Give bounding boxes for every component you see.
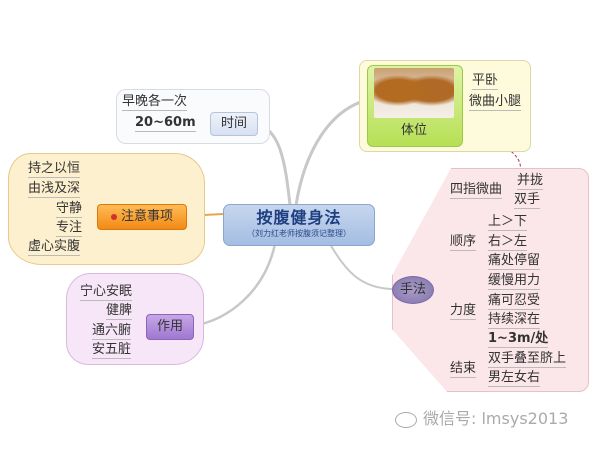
caution-leaf[interactable]: 由浅及深 (28, 181, 81, 198)
technique-leaf[interactable]: 右＞左 (488, 234, 528, 251)
watermark: 微信号: lmsys2013 (395, 405, 568, 429)
caution-node[interactable]: 注意事项 (97, 204, 187, 230)
wechat-icon (395, 411, 417, 428)
effect-leaf[interactable]: 安五脏 (92, 342, 132, 359)
central-subtitle: （刘力红老师按腹须记整理） (247, 229, 351, 238)
time-leaf[interactable]: 早晚各一次 (122, 94, 188, 111)
position-label: 体位 (400, 123, 427, 138)
effect-leaf[interactable]: 健脾 (106, 303, 133, 320)
caution-leaf[interactable]: 持之以恒 (28, 161, 81, 178)
time-leaf[interactable]: 20~60m (135, 115, 196, 132)
abdomen-image (374, 68, 454, 118)
technique-leaf[interactable]: 缓慢用力 (488, 273, 541, 290)
priority-icon (110, 213, 117, 220)
technique-group-label[interactable]: 四指微曲 (450, 182, 503, 199)
effect-group (66, 273, 204, 365)
technique-node[interactable]: 手法 (392, 276, 434, 304)
caution-leaf[interactable]: 专注 (56, 220, 83, 237)
caution-leaf[interactable]: 守静 (56, 201, 83, 218)
time-node[interactable]: 时间 (210, 112, 258, 136)
technique-leaf[interactable]: 上＞下 (488, 214, 528, 231)
technique-group-label[interactable]: 结束 (450, 361, 477, 378)
technique-group-label[interactable]: 顺序 (450, 234, 477, 251)
technique-leaf[interactable]: 1~3m/处 (488, 331, 549, 348)
technique-leaf[interactable]: 并拢 (517, 173, 544, 190)
technique-leaf[interactable]: 男左女右 (488, 370, 541, 387)
technique-leaf[interactable]: 双手 (514, 192, 541, 209)
position-leaf[interactable]: 微曲小腿 (469, 94, 522, 111)
position-leaf[interactable]: 平卧 (472, 73, 499, 90)
effect-leaf[interactable]: 宁心安眠 (80, 284, 133, 301)
central-title: 按腹健身法 (256, 208, 342, 227)
technique-leaf[interactable]: 持续深在 (488, 312, 541, 329)
technique-group-label[interactable]: 力度 (450, 303, 477, 320)
technique-leaf[interactable]: 痛处停留 (488, 253, 541, 270)
caution-label: 注意事项 (120, 209, 173, 224)
watermark-text: 微信号: lmsys2013 (423, 409, 569, 428)
effect-leaf[interactable]: 通六腑 (92, 323, 132, 340)
effect-node[interactable]: 作用 (146, 314, 194, 340)
technique-leaf[interactable]: 痛可忍受 (488, 293, 541, 310)
central-topic[interactable]: 按腹健身法 （刘力红老师按腹须记整理） (223, 204, 375, 246)
caution-leaf[interactable]: 虚心实腹 (28, 239, 81, 256)
technique-leaf[interactable]: 双手叠至脐上 (488, 351, 567, 368)
